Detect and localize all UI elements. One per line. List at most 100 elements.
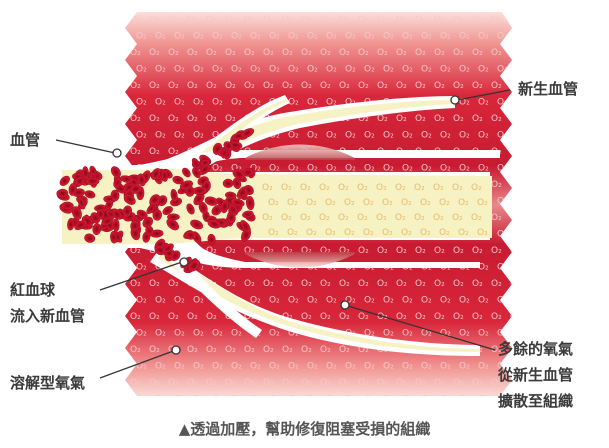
oxygen-symbol: O₂ [491,48,502,58]
oxygen-symbol: O₂ [320,312,331,322]
oxygen-symbol: O₂ [263,15,274,25]
oxygen-symbol: O₂ [288,32,299,42]
oxygen-symbol: O₂ [377,81,388,91]
oxygen-symbol: O₂ [383,65,394,75]
oxygen-symbol: O₂ [212,329,223,339]
oxygen-symbol: O₂ [250,98,261,108]
oxygen-symbol: O₂ [301,279,312,289]
caption: ▲透過加壓，幫助修復阻塞受損的組織 [0,418,609,439]
oxygen-symbol: O₂ [459,65,470,75]
oxygen-symbol: O₂ [453,48,464,58]
oxygen-symbol: O₂ [439,228,450,238]
oxygen-symbol: O₂ [453,312,464,322]
oxygen-symbol: O₂ [453,114,464,124]
oxygen-symbol: O₂ [174,98,185,108]
oxygen-symbol: O₂ [434,114,445,124]
oxygen-symbol: O₂ [149,378,160,388]
oxygen-symbol: O₂ [491,246,502,256]
rbc-label-line2: 流入新血管 [10,305,85,327]
oxygen-symbol: O₂ [306,228,317,238]
oxygen-symbol: O₂ [396,378,407,388]
oxygen-symbol: O₂ [382,228,393,238]
oxygen-symbol: O₂ [320,15,331,25]
oxygen-symbol: O₂ [491,81,502,91]
oxygen-symbol: O₂ [193,329,204,339]
blood-vessel-label: 血管 [10,129,40,151]
oxygen-symbol: O₂ [421,131,432,141]
oxygen-symbol: O₂ [344,198,355,208]
oxygen-symbol: O₂ [478,329,489,339]
rbc-label-line1: 紅血球 [10,279,85,301]
oxygen-symbol: O₂ [339,48,350,58]
oxygen-symbol: O₂ [415,279,426,289]
oxygen-symbol: O₂ [453,246,464,256]
oxygen-symbol: O₂ [288,65,299,75]
oxygen-symbol: O₂ [307,32,318,42]
oxygen-symbol: O₂ [193,32,204,42]
oxygen-symbol: O₂ [263,345,274,355]
oxygen-symbol: O₂ [149,114,160,124]
oxygen-symbol: O₂ [459,362,470,372]
oxygen-symbol: O₂ [358,246,369,256]
oxygen-symbol: O₂ [168,378,179,388]
oxygen-symbol: O₂ [269,32,280,42]
oxygen-symbol: O₂ [206,15,217,25]
oxygen-symbol: O₂ [491,312,502,322]
oxygen-symbol: O₂ [307,98,318,108]
oxygen-symbol: O₂ [358,378,369,388]
oxygen-symbol: O₂ [281,213,292,223]
oxygen-symbol: O₂ [149,48,160,58]
oxygen-symbol: O₂ [307,65,318,75]
oxygen-symbol: O₂ [395,183,406,193]
oxygen-symbol: O₂ [231,65,242,75]
oxygen-symbol: O₂ [263,48,274,58]
oxygen-symbol: O₂ [206,378,217,388]
oxygen-symbol: O₂ [307,362,318,372]
oxygen-symbol: O₂ [168,48,179,58]
oxygen-symbol: O₂ [402,65,413,75]
oxygen-symbol: O₂ [364,32,375,42]
oxygen-symbol: O₂ [187,378,198,388]
oxygen-symbol: O₂ [472,81,483,91]
oxygen-symbol: O₂ [338,213,349,223]
oxygen-symbol: O₂ [434,15,445,25]
oxygen-symbol: O₂ [358,15,369,25]
oxygen-symbol: O₂ [130,279,141,289]
oxygen-symbol: O₂ [383,131,394,141]
oxygen-symbol: O₂ [402,329,413,339]
oxygen-symbol: O₂ [301,48,312,58]
oxygen-symbol: O₂ [402,131,413,141]
oxygen-symbol: O₂ [358,81,369,91]
oxygen-symbol: O₂ [440,296,451,306]
oxygen-symbol: O₂ [491,213,502,223]
oxygen-symbol: O₂ [472,114,483,124]
oxygen-symbol: O₂ [174,32,185,42]
oxygen-symbol: O₂ [155,98,166,108]
oxygen-symbol: O₂ [458,228,469,238]
oxygen-symbol: O₂ [478,131,489,141]
oxygen-symbol: O₂ [269,362,280,372]
oxygen-symbol: O₂ [136,32,147,42]
oxygen-symbol: O₂ [345,32,356,42]
oxygen-symbol: O₂ [377,279,388,289]
oxygen-symbol: O₂ [434,312,445,322]
oxygen-symbol: O₂ [402,296,413,306]
oxygen-symbol: O₂ [288,362,299,372]
oxygen-symbol: O₂ [440,362,451,372]
oxygen-symbol: O₂ [415,81,426,91]
oxygen-symbol: O₂ [155,362,166,372]
oxygen-symbol: O₂ [326,131,337,141]
oxygen-symbol: O₂ [250,32,261,42]
oxygen-symbol: O₂ [358,279,369,289]
oxygen-symbol: O₂ [420,198,431,208]
oxygen-symbol: O₂ [415,246,426,256]
oxygen-symbol: O₂ [401,198,412,208]
oxygen-symbol: O₂ [282,15,293,25]
oxygen-symbol: O₂ [155,296,166,306]
oxygen-symbol: O₂ [320,279,331,289]
excess-oxygen-line1: 多餘的氧氣 [498,338,573,360]
oxygen-symbol: O₂ [244,48,255,58]
oxygen-symbol: O₂ [396,246,407,256]
oxygen-symbol: O₂ [206,48,217,58]
oxygen-symbol: O₂ [452,183,463,193]
